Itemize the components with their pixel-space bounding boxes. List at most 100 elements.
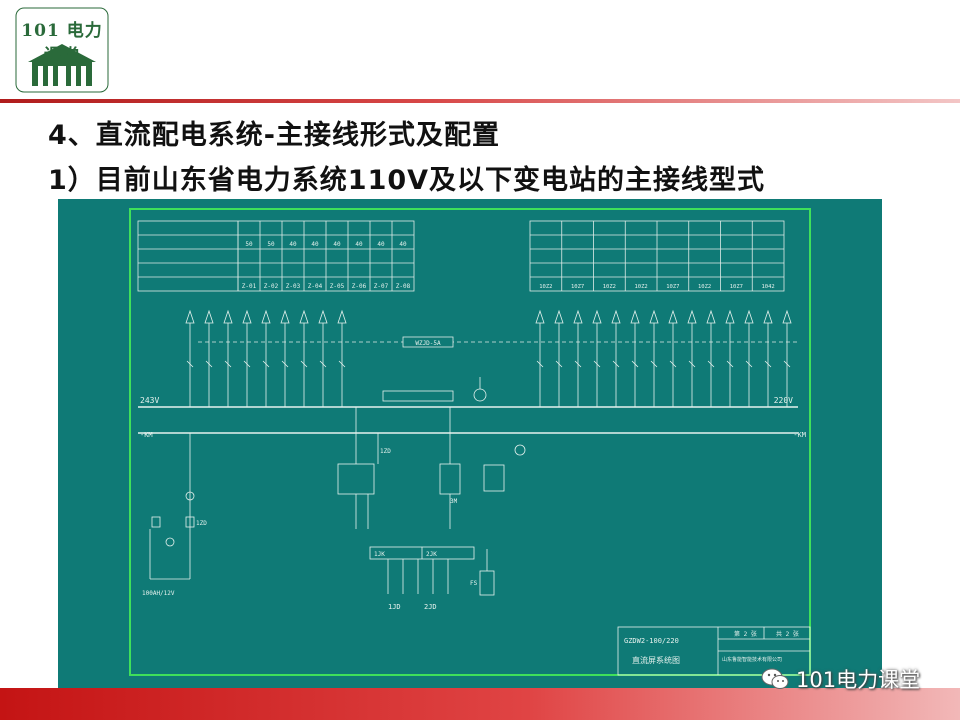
feeder-arrow [204,309,214,324]
feeder-arrow [687,309,697,324]
feeders-left [185,309,347,407]
left-table-value: 40 [289,241,297,248]
unit-label-1: 1JD [388,603,401,611]
right-table-code: 10Z7 [571,284,584,290]
right-table-code: 10Z7 [666,284,679,290]
title-block-total: 共 2 张 [776,630,799,638]
feeder-arrow [573,309,583,324]
feeder-switch [300,360,308,368]
fuse-label-1: 1ZD [196,520,207,527]
watermark-text: 101电力课堂 [796,668,921,692]
left-table-value: 40 [333,241,341,248]
feeder-arrow [649,309,659,324]
title-block-sheet: 第 2 张 [734,630,757,638]
module-label: 1ZD [380,448,391,455]
left-table-value: 40 [311,241,319,248]
left-table-value: 50 [267,241,275,248]
slide-title-line-1: 4、直流配电系统-主接线形式及配置 [48,120,500,151]
minus-label-right: -KM [793,431,806,439]
feeder-arrow [223,309,233,324]
feeder-switch [707,360,715,368]
feeder-arrow [763,309,773,324]
feeder-arrow [242,309,252,324]
charger-modules [337,407,505,529]
right-table-code: 10Z2 [635,284,648,290]
feeder-arrow [725,309,735,324]
header-divider [0,99,960,103]
feeder-arrow [185,309,195,324]
feeder-arrow [611,309,621,324]
breaker-label: WZJD-5A [415,340,441,347]
feeder-arrow [535,309,545,324]
right-table-code: 10Z2 [603,284,616,290]
unit-box-label-1: 1JK [374,551,385,558]
left-table-code: Z-07 [374,283,389,290]
minus-label-left: -KM [140,431,153,439]
feeder-switch [745,360,753,368]
feeder-switch [650,360,658,368]
left-table-cells: 50Z-0150Z-0240Z-0340Z-0440Z-0540Z-0640Z-… [237,221,411,291]
title-block-model: GZDW2-100/220 [624,637,679,645]
left-table-code: Z-08 [396,283,411,290]
left-table-code: Z-02 [264,283,279,290]
feeder-arrow [299,309,309,324]
left-table-value: 40 [377,241,385,248]
feeder-switch [631,360,639,368]
feeder-arrow [744,309,754,324]
feeder-switch [186,360,194,368]
left-table-value: 40 [399,241,407,248]
feeder-arrow [318,309,328,324]
right-table-code: 1042 [762,284,775,290]
left-table-value: 50 [245,241,253,248]
bus-left-label: 243V [140,396,159,405]
feeder-arrow [337,309,347,324]
feeder-switch [536,360,544,368]
footer-bar [0,688,960,720]
logo-text: 101 电力课堂 [21,21,103,66]
feeder-arrow [630,309,640,324]
left-table-code: Z-06 [352,283,367,290]
diagram-frame [129,208,811,676]
slide-title-line-2: 1）目前山东省电力系统110V及以下变电站的主接线型式 [48,165,766,196]
feeder-switch [262,360,270,368]
unit-box-label-2: 2JK [426,551,437,558]
watermark: 101电力课堂 [760,662,920,696]
left-table-code: Z-05 [330,283,345,290]
feeder-switch [726,360,734,368]
battery-label: 100AH/12V [142,590,175,597]
feeder-switch [555,360,563,368]
feeder-switch [593,360,601,368]
feeder-arrow [261,309,271,324]
right-table-code: 10Z7 [730,284,743,290]
feeder-switch [281,360,289,368]
unit-label-2: 2JD [424,603,437,611]
feeder-arrow [706,309,716,324]
left-table-value: 40 [355,241,363,248]
distribution-units [369,546,495,596]
feeder-switch [688,360,696,368]
title-block-name: 直流屏系统图 [632,655,680,665]
feeder-switch [224,360,232,368]
left-table-code: Z-03 [286,283,301,290]
right-table-code: 10Z2 [539,284,552,290]
left-table-code: Z-04 [308,283,323,290]
left-table [137,220,415,292]
feeder-switch [764,360,772,368]
title-block-company: 山东鲁能智能技术有限公司 [722,656,782,663]
feeder-arrow [592,309,602,324]
title-block [617,626,811,676]
monitor-box [382,390,454,402]
feeder-arrow [782,309,792,324]
feeder-switch [783,360,791,368]
feeder-switch [612,360,620,368]
feeder-switch [243,360,251,368]
feeder-arrow [554,309,564,324]
feeder-switch [319,360,327,368]
bus-right-label: 220V [774,396,793,405]
feeder-switch [205,360,213,368]
feeder-arrow [668,309,678,324]
feeder-arrow [280,309,290,324]
